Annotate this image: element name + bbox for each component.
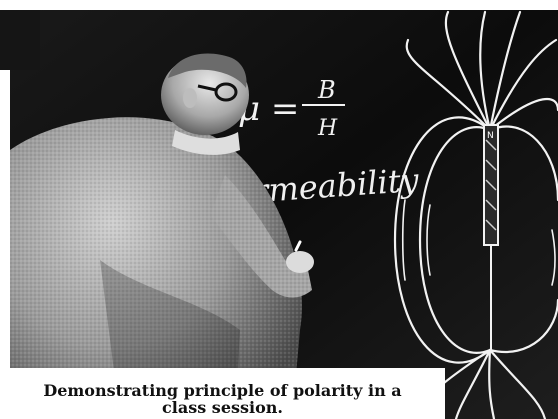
photo-caption: Demonstrating principle of polarity in a… — [0, 374, 445, 419]
north-pole-label: N — [487, 131, 494, 141]
field-lines-diagram — [393, 10, 558, 419]
formula-numerator: B — [317, 76, 336, 104]
head — [161, 55, 249, 135]
bar-magnet: N — [483, 124, 499, 350]
professor — [10, 53, 314, 419]
glasses — [197, 82, 238, 102]
formula-denominator: H — [317, 116, 338, 141]
caption-line-2: class session. — [162, 398, 283, 417]
caption-line-1: Demonstrating principle of polarity in a — [43, 381, 402, 400]
